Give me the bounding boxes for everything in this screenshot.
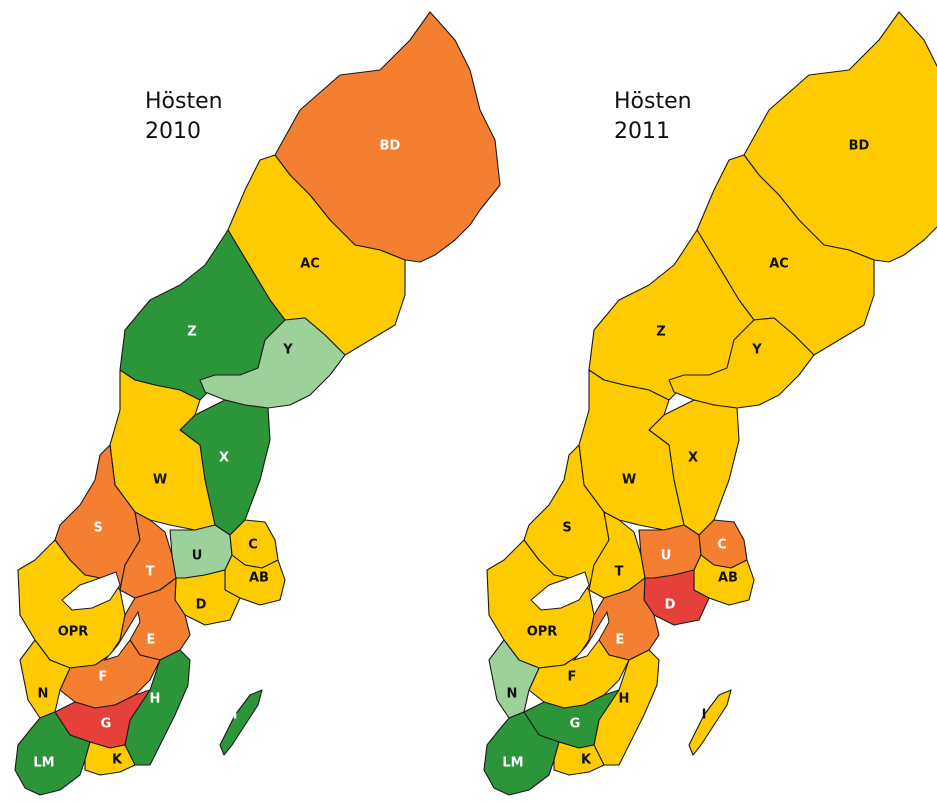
county-label-opr: OPR <box>527 625 558 640</box>
county-regions: BD AC Z Y X W S T U C AB D OPR E F N H G I LM K <box>14 11 501 796</box>
county-label-s: S <box>93 521 102 536</box>
county-label-z: Z <box>656 325 665 340</box>
county-label-x: X <box>219 451 229 466</box>
county-label-t: T <box>146 565 155 580</box>
county-regions: BD AC Z Y X W S T U C AB D OPR E F N H G I LM K <box>483 11 937 796</box>
lake-1 <box>530 571 590 611</box>
map-title-line1: Hösten <box>145 89 223 114</box>
county-label-opr: OPR <box>58 625 89 640</box>
county-label-e: E <box>616 633 625 648</box>
county-label-y: Y <box>282 343 293 358</box>
county-label-g: G <box>101 717 112 732</box>
county-label-e: E <box>147 633 156 648</box>
county-label-x: X <box>688 451 698 466</box>
county-k <box>84 741 136 776</box>
county-label-ab: AB <box>718 571 738 586</box>
map-autumn-2011: BD AC Z Y X W S T U C AB D OPR E F N H G I LM K Hösten 2011 <box>483 11 937 796</box>
county-label-lm: LM <box>502 756 523 771</box>
county-n <box>19 639 71 719</box>
map-title-line2: 2011 <box>614 119 670 144</box>
county-label-y: Y <box>751 343 762 358</box>
county-label-c: C <box>717 538 727 553</box>
county-label-h: H <box>150 692 161 707</box>
map-title-line2: 2010 <box>145 119 201 144</box>
county-label-g: G <box>570 717 581 732</box>
map-title-line1: Hösten <box>614 89 692 114</box>
county-label-i: I <box>702 708 707 723</box>
county-label-bd: BD <box>380 139 401 154</box>
lake-2 <box>572 610 610 661</box>
county-label-z: Z <box>187 325 196 340</box>
county-label-n: N <box>507 687 518 702</box>
county-i <box>219 689 263 756</box>
county-label-n: N <box>38 687 49 702</box>
county-label-u: U <box>661 549 672 564</box>
county-label-ac: AC <box>300 257 320 272</box>
county-label-k: K <box>112 753 123 768</box>
county-label-w: W <box>622 473 636 488</box>
county-label-t: T <box>615 565 624 580</box>
county-label-d: D <box>665 598 676 613</box>
county-label-ab: AB <box>249 571 269 586</box>
county-i <box>688 689 732 756</box>
map-autumn-2010: BD AC Z Y X W S T U C AB D OPR E F N H G I LM K Hösten 2010 <box>14 11 501 796</box>
county-label-d: D <box>196 598 207 613</box>
county-label-s: S <box>562 521 571 536</box>
county-n <box>488 639 540 719</box>
county-label-f: F <box>568 670 577 685</box>
county-label-lm: LM <box>33 756 54 771</box>
county-label-h: H <box>619 692 630 707</box>
county-label-u: U <box>192 549 203 564</box>
lake-1 <box>61 571 121 611</box>
county-label-i: I <box>233 708 238 723</box>
lake-2 <box>103 610 141 661</box>
county-label-f: F <box>99 670 108 685</box>
county-label-c: C <box>248 538 258 553</box>
county-label-w: W <box>153 473 167 488</box>
county-label-ac: AC <box>769 257 789 272</box>
county-label-k: K <box>581 753 592 768</box>
county-k <box>553 741 605 776</box>
county-label-bd: BD <box>849 139 870 154</box>
